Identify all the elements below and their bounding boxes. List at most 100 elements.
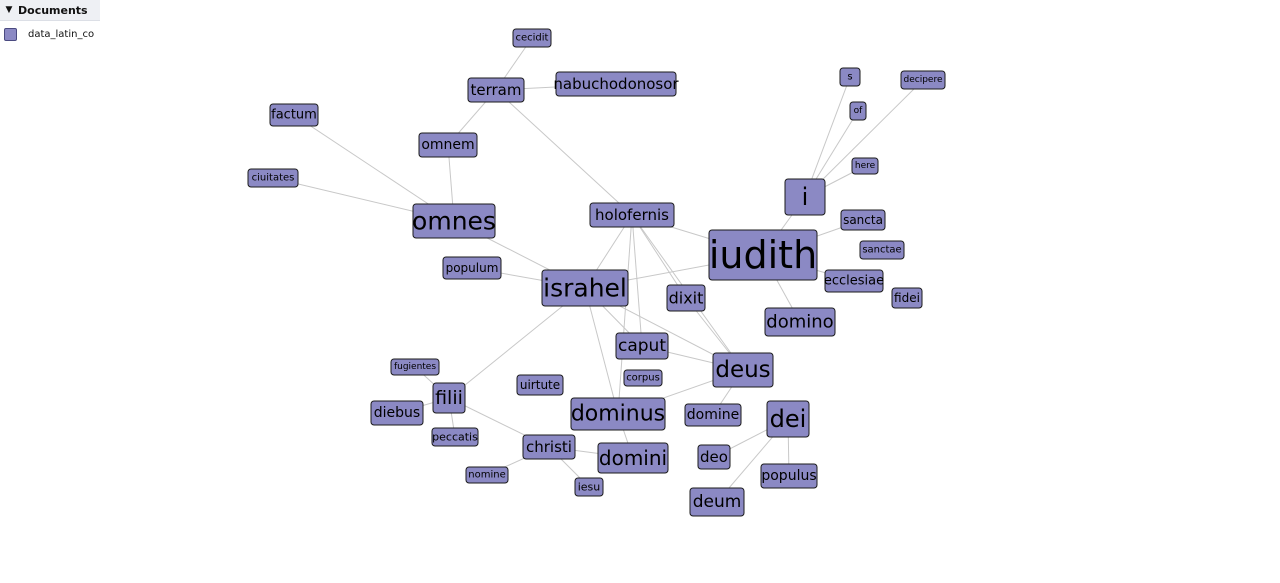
node-uirtute[interactable]: uirtute (516, 374, 564, 396)
node-label: domine (687, 407, 739, 423)
node-box (570, 397, 666, 431)
node-box (784, 178, 826, 216)
node-here[interactable]: here (851, 157, 879, 175)
node-deo[interactable]: deo (697, 444, 731, 470)
node-christi[interactable]: christi (522, 434, 576, 460)
node-decipere[interactable]: decipere (900, 70, 946, 90)
node-box (666, 284, 706, 312)
node-deus[interactable]: deus (712, 352, 774, 388)
node-ecclesiae[interactable]: ecclesiae (824, 269, 884, 293)
node-box (839, 67, 861, 87)
node-box (412, 203, 496, 239)
node-corpus[interactable]: corpus (623, 369, 663, 387)
node-box (516, 374, 564, 396)
node-dei[interactable]: dei (766, 400, 810, 438)
node-label: filii (435, 387, 463, 409)
document-color-swatch (4, 27, 17, 41)
node-populus[interactable]: populus (760, 463, 818, 489)
node-domine[interactable]: domine (684, 403, 742, 427)
node-diebus[interactable]: diebus (370, 400, 424, 426)
node-factum[interactable]: factum (269, 103, 319, 127)
node-box (512, 28, 552, 48)
node-label: uirtute (520, 378, 560, 392)
node-box (247, 168, 299, 188)
node-box (623, 369, 663, 387)
node-box (465, 466, 509, 484)
node-label: deum (693, 492, 742, 512)
node-label: ecclesiae (824, 274, 884, 289)
node-label: s (847, 72, 852, 83)
node-omnes[interactable]: omnes (412, 203, 496, 239)
collapse-triangle-icon[interactable]: ▼ (5, 5, 13, 15)
node-label: holofernis (595, 206, 669, 224)
node-label: iesu (578, 481, 601, 494)
node-label: factum (271, 108, 317, 123)
edge-i-decipere (804, 79, 924, 198)
legend-item-label: data_latin_co (28, 28, 95, 40)
edge-factum-omnes (293, 114, 455, 222)
node-sancta[interactable]: sancta (840, 209, 886, 231)
node-label: omnem (421, 137, 474, 153)
node-populum[interactable]: populum (442, 256, 502, 280)
node-fidei[interactable]: fidei (891, 287, 923, 309)
node-box (760, 463, 818, 489)
node-label: i (802, 183, 809, 211)
node-label: deo (700, 448, 728, 466)
node-iudith[interactable]: iudith (708, 229, 818, 281)
node-label: nomine (468, 470, 505, 481)
node-box (574, 477, 604, 497)
node-israhel[interactable]: israhel (541, 269, 629, 307)
node-dixit[interactable]: dixit (666, 284, 706, 312)
node-label: populum (446, 261, 499, 275)
legend-header[interactable]: ▼ Documents (0, 0, 100, 21)
node-s[interactable]: s (839, 67, 861, 87)
node-box (390, 358, 440, 376)
node-terram[interactable]: terram (467, 77, 525, 103)
node-caput[interactable]: caput (615, 332, 669, 360)
documents-legend: ▼ Documents data_latin_co (0, 0, 100, 47)
node-of[interactable]: of (849, 101, 867, 121)
node-label: israhel (543, 274, 627, 303)
node-sanctae[interactable]: sanctae (859, 240, 905, 260)
node-box (684, 403, 742, 427)
node-omnem[interactable]: omnem (418, 132, 478, 158)
node-nomine[interactable]: nomine (465, 466, 509, 484)
node-cecidit[interactable]: cecidit (512, 28, 552, 48)
node-iesu[interactable]: iesu (574, 477, 604, 497)
node-label: deus (715, 357, 770, 383)
node-box (764, 307, 836, 337)
node-filii[interactable]: filii (432, 382, 466, 414)
edge-terram-holofernis (495, 89, 633, 216)
edge-israhel-dominus (584, 287, 619, 415)
node-label: dixit (669, 289, 704, 308)
node-box (900, 70, 946, 90)
node-box (589, 202, 675, 228)
legend-item-document[interactable]: data_latin_co (0, 21, 100, 47)
node-box (708, 229, 818, 281)
node-nabuchodonosor[interactable]: nabuchodonosor (553, 71, 679, 97)
node-deum[interactable]: deum (689, 487, 745, 517)
node-box (269, 103, 319, 127)
node-box (840, 209, 886, 231)
node-holofernis[interactable]: holofernis (589, 202, 675, 228)
node-label: omnes (412, 207, 496, 236)
node-label: decipere (904, 75, 943, 85)
node-box (689, 487, 745, 517)
node-label: here (855, 161, 876, 171)
node-i[interactable]: i (784, 178, 826, 216)
node-ciuitates[interactable]: ciuitates (247, 168, 299, 188)
node-label: domini (599, 446, 667, 470)
node-box (432, 382, 466, 414)
node-dominus[interactable]: dominus (570, 397, 666, 431)
node-domino[interactable]: domino (764, 307, 836, 337)
node-fugientes[interactable]: fugientes (390, 358, 440, 376)
node-label: christi (526, 438, 572, 456)
node-box (712, 352, 774, 388)
node-label: domino (766, 312, 833, 333)
node-domini[interactable]: domini (597, 442, 669, 474)
node-label: dominus (571, 402, 665, 427)
node-label: caput (618, 336, 666, 356)
node-label: populus (761, 468, 816, 484)
node-peccatis[interactable]: peccatis (431, 427, 479, 447)
